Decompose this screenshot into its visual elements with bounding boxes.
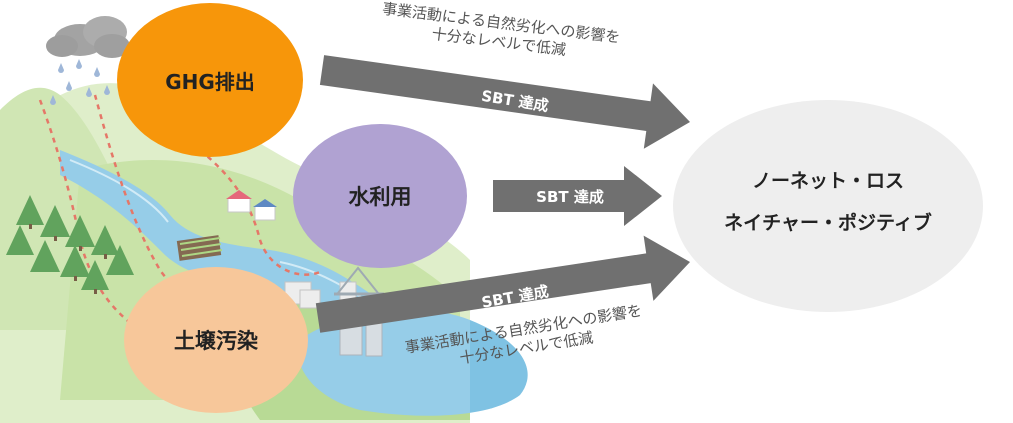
trail-3 (199, 149, 321, 276)
houses (226, 190, 277, 221)
farm-plot (176, 235, 223, 261)
ghg-circle (117, 3, 303, 157)
bridge (337, 266, 379, 294)
soil-circle (124, 267, 308, 413)
arrow-top (319, 55, 690, 149)
target-circle (673, 100, 983, 312)
arrow-bottom (315, 235, 690, 333)
arrow-middle (493, 166, 662, 226)
ghg-label: GHG排出 (165, 69, 255, 94)
target-label-line1: ノーネット・ロス (751, 169, 904, 192)
forest (6, 195, 134, 290)
trail-1 (38, 99, 141, 332)
rain-drops (50, 59, 110, 105)
target-label-line2: ネイチャー・ポジティブ (724, 211, 932, 234)
towers (339, 319, 383, 357)
rain-cloud (46, 16, 130, 58)
soil-label: 土壌汚染 (174, 329, 258, 353)
water-circle (293, 124, 467, 268)
water-label: 水利用 (348, 185, 412, 209)
arrow-middle-label: SBT 達成 (536, 188, 604, 206)
